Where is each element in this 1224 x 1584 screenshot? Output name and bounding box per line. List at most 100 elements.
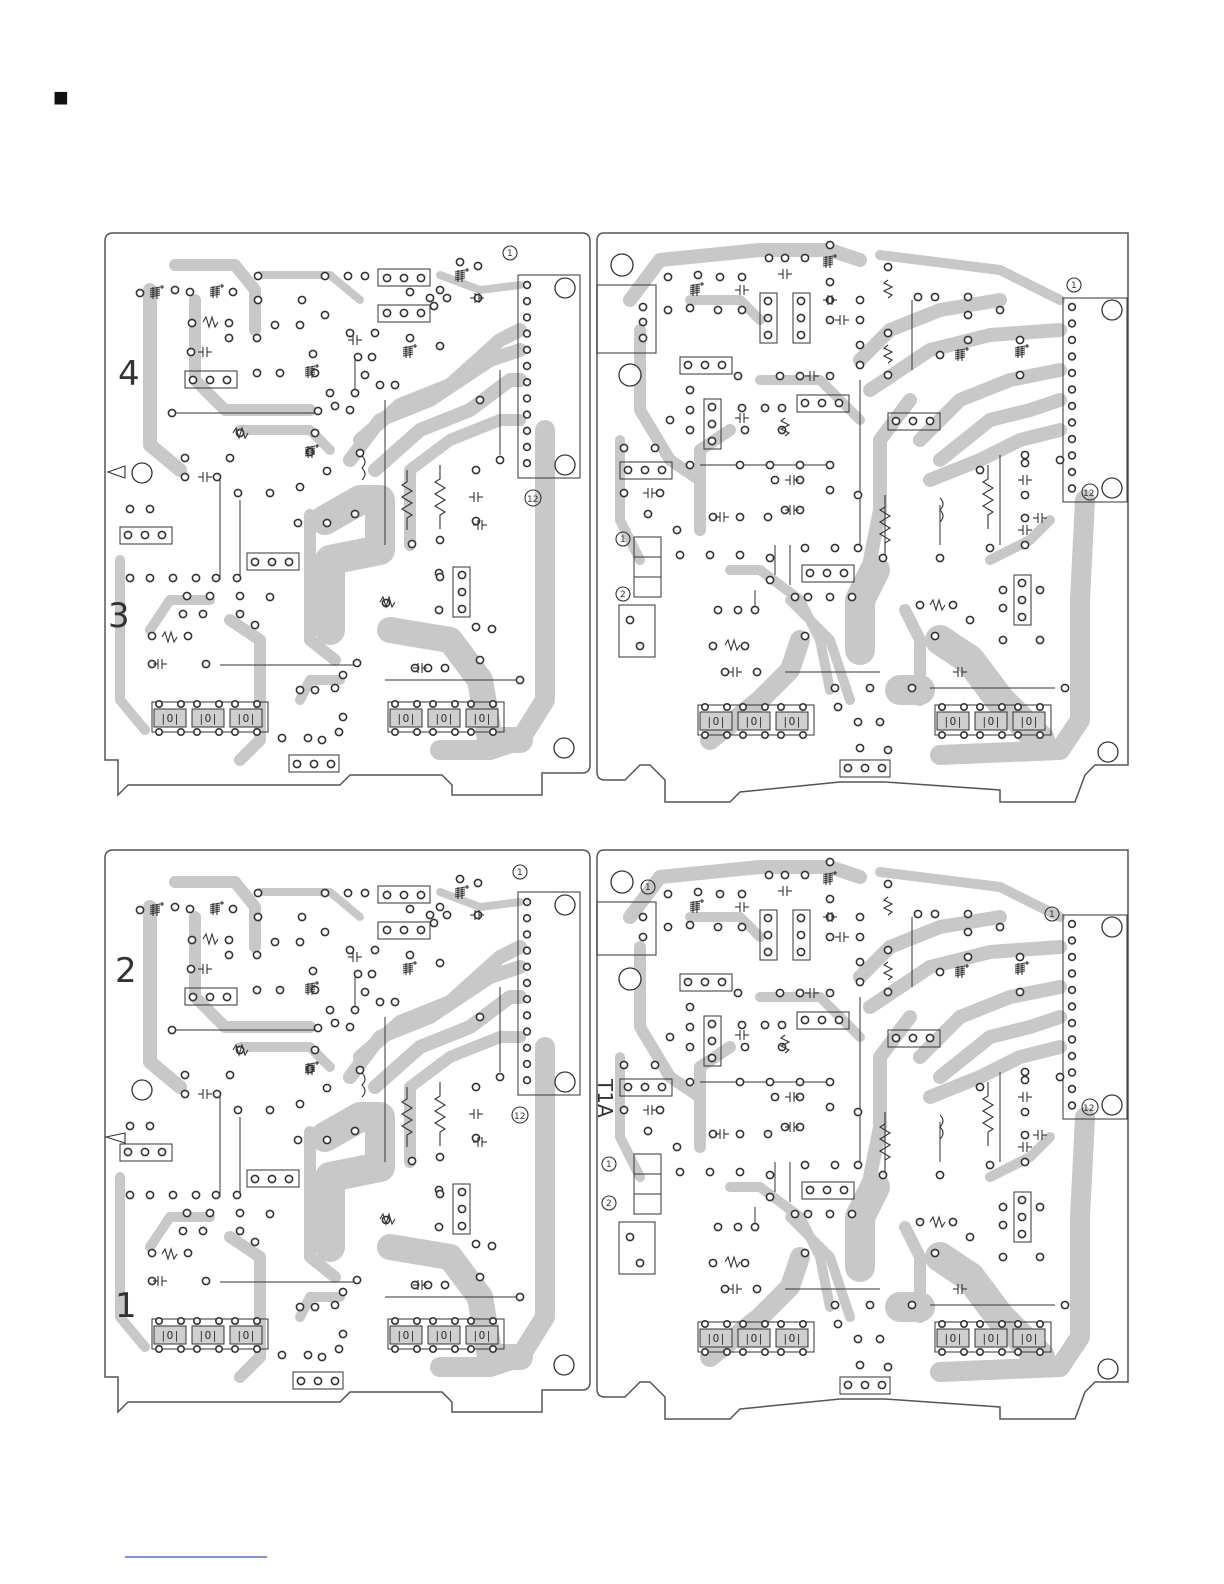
solder-pad: [961, 732, 967, 738]
connector-pin-label: 1: [620, 535, 626, 545]
solder-pad: [156, 1318, 162, 1324]
solder-pad: [314, 1377, 321, 1384]
pad-row: [624, 1083, 665, 1090]
solder-pad: [361, 371, 368, 378]
solder-pad: [179, 610, 186, 617]
pad-column: [1018, 1196, 1025, 1237]
solder-pad: [931, 1249, 938, 1256]
solder-pad: [800, 704, 806, 710]
solder-pad: [740, 1349, 746, 1355]
solder-pad: [353, 659, 360, 666]
solder-pad: [266, 593, 273, 600]
solder-pad: [297, 1377, 304, 1384]
board-bottom-right: |O||O||O| |O||O||O| T1A 1 12 1 1 2: [593, 850, 1128, 1419]
solder-pad: [408, 1157, 415, 1164]
solder-pad: [1021, 1076, 1028, 1083]
solder-pad: [986, 544, 993, 551]
solder-pad: [443, 911, 450, 918]
solder-pad: [326, 1006, 333, 1013]
solder-pad: [764, 297, 771, 304]
solder-pad: [184, 1249, 191, 1256]
solder-pad: [776, 372, 783, 379]
solder-pad: [254, 729, 260, 735]
solder-pad: [694, 888, 701, 895]
solder-pad: [801, 632, 808, 639]
solder-pad: [826, 316, 833, 323]
solder-pad: [686, 1003, 693, 1010]
solder-pad: [718, 361, 725, 368]
solder-pad: [268, 1175, 275, 1182]
solder-pad: [169, 1191, 176, 1198]
solder-pad: [298, 913, 305, 920]
solder-pad: [400, 926, 407, 933]
solder-pad: [356, 449, 363, 456]
solder-pad: [216, 1346, 222, 1352]
solder-pad: [383, 926, 390, 933]
board-label: T1A: [593, 1078, 617, 1118]
solder-pad: [321, 311, 328, 318]
solder-pad: [909, 417, 916, 424]
solder-pad: [866, 684, 873, 691]
ic-glyph: |O|: [472, 712, 492, 725]
solder-pad: [1037, 1349, 1043, 1355]
solder-pad: [1061, 684, 1068, 691]
solder-pad: [226, 454, 233, 461]
solder-pad: [708, 1037, 715, 1044]
solder-pad: [371, 329, 378, 336]
solder-pad: [801, 254, 808, 261]
solder-pad: [986, 1161, 993, 1168]
solder-pad: [826, 278, 833, 285]
solder-pad: [835, 399, 842, 406]
board-top-left: |O||O||O| |O||O||O| 4 3 1 12: [105, 233, 590, 795]
solder-pad: [856, 341, 863, 348]
solder-pad: [178, 729, 184, 735]
pad-column: [708, 403, 715, 444]
solder-pad: [311, 1046, 318, 1053]
solder-pad: [764, 331, 771, 338]
solder-pad: [254, 1318, 260, 1324]
solder-pad: [641, 466, 648, 473]
solder-pad: [146, 574, 153, 581]
solder-pad: [361, 889, 368, 896]
solder-pad: [686, 406, 693, 413]
solder-pad: [458, 1205, 465, 1212]
solder-pad: [999, 636, 1006, 643]
solder-pad: [714, 1223, 721, 1230]
solder-pad: [826, 1210, 833, 1217]
solder-pad: [724, 732, 730, 738]
solder-pad: [392, 701, 398, 707]
solder-pad: [884, 746, 891, 753]
solder-pad: [1021, 514, 1028, 521]
solder-pad: [524, 1044, 531, 1051]
solder-pad: [458, 1222, 465, 1229]
pad-column: [797, 914, 804, 955]
solder-pad: [931, 293, 938, 300]
solder-pad: [524, 1061, 531, 1068]
solder-pad: [436, 959, 443, 966]
solder-pad: [656, 1106, 663, 1113]
solder-pad: [620, 444, 627, 451]
solder-pad: [524, 899, 531, 906]
solder-pad: [701, 361, 708, 368]
solder-pad: [801, 871, 808, 878]
solder-pad: [856, 316, 863, 323]
solder-pad: [721, 668, 728, 675]
pad-row: [124, 1148, 165, 1155]
solder-pad: [800, 1349, 806, 1355]
solder-pad: [686, 426, 693, 433]
solder-pad: [232, 1346, 238, 1352]
solder-pad: [335, 1345, 342, 1352]
solder-pad: [721, 1285, 728, 1292]
solder-pad: [724, 1321, 730, 1327]
solder-pad: [254, 913, 261, 920]
solder-pad: [835, 1016, 842, 1023]
solder-pad: [293, 760, 300, 767]
solder-pad: [801, 1249, 808, 1256]
solder-pad: [1069, 419, 1076, 426]
solder-pad: [318, 736, 325, 743]
solder-pad: [939, 704, 945, 710]
board-bottom-left: |O||O||O| |O||O||O| 2 1 1 12: [105, 850, 590, 1412]
solder-pad: [1069, 1069, 1076, 1076]
solder-pad: [676, 551, 683, 558]
solder-pad: [797, 297, 804, 304]
